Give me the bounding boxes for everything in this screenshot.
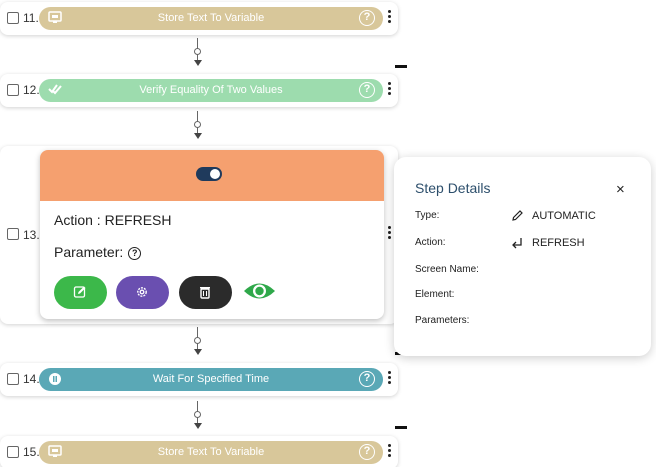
step-checkbox[interactable] [7, 446, 19, 458]
toggle-icon[interactable] [196, 167, 222, 181]
delete-button[interactable] [179, 276, 232, 309]
kebab-menu-icon[interactable] [388, 371, 392, 386]
step-checkbox[interactable] [7, 84, 19, 96]
card-parameter-row: Parameter:? [54, 244, 142, 260]
trash-icon [200, 287, 210, 299]
kebab-menu-icon[interactable] [388, 226, 392, 241]
step-number: 15. [23, 445, 40, 459]
step-label: Wait For Specified Time [152, 373, 270, 385]
step-row-14: 14. Wait For Specified Time ? [0, 363, 398, 396]
view-button[interactable] [243, 278, 276, 309]
enter-arrow-icon [511, 237, 524, 255]
step-row-11: 11. Store Text To Variable ? [0, 2, 398, 35]
edit-button[interactable] [54, 276, 107, 309]
step-connector [192, 327, 204, 357]
card-action-text: Action : REFRESH [54, 212, 172, 228]
help-icon[interactable]: ? [359, 10, 375, 26]
step-pill[interactable]: Verify Equality Of Two Values ? [39, 79, 383, 102]
kebab-menu-icon[interactable] [388, 82, 392, 97]
collapse-dash[interactable] [395, 426, 407, 429]
screen-icon [47, 445, 63, 460]
element-label: Element: [415, 289, 455, 300]
step-connector [192, 401, 204, 431]
pause-icon [47, 372, 63, 387]
step-number: 11. [23, 11, 39, 25]
step-row-15: 15. Store Text To Variable ? [0, 436, 398, 467]
screen-icon [47, 11, 63, 26]
panel-title: Step Details [415, 180, 491, 196]
card-header [40, 150, 384, 201]
type-label: Type: [415, 210, 440, 221]
step-checkbox[interactable] [7, 373, 19, 385]
screen-name-label: Screen Name: [415, 264, 479, 275]
step-number: 14. [23, 372, 40, 386]
step-checkbox[interactable] [7, 12, 19, 24]
help-icon[interactable]: ? [359, 444, 375, 460]
step-label: Store Text To Variable [157, 446, 265, 458]
card-parameter-label: Parameter: [54, 244, 124, 260]
parameters-label: Parameters: [415, 315, 470, 326]
step-pill[interactable]: Store Text To Variable ? [39, 441, 383, 464]
kebab-menu-icon[interactable] [388, 444, 392, 459]
help-icon[interactable]: ? [359, 371, 375, 387]
pencil-icon [511, 209, 524, 227]
double-check-icon [47, 83, 63, 98]
step-connector [192, 111, 204, 141]
step-pill[interactable]: Wait For Specified Time ? [39, 368, 383, 391]
question-icon[interactable]: ? [128, 247, 142, 260]
settings-button[interactable] [116, 276, 169, 309]
help-icon[interactable]: ? [359, 82, 375, 98]
close-icon[interactable]: × [616, 181, 625, 198]
gear-icon [137, 287, 147, 297]
kebab-menu-icon[interactable] [388, 10, 392, 25]
step-number: 12. [23, 83, 40, 97]
step-number: 13. [23, 228, 40, 242]
step-details-panel: Step Details × Type: AUTOMATIC Action: R… [394, 157, 651, 356]
step-label: Verify Equality Of Two Values [139, 84, 283, 96]
step-row-12: 12. Verify Equality Of Two Values ? [0, 74, 398, 107]
eye-icon [244, 283, 275, 299]
step-label: Store Text To Variable [157, 12, 265, 24]
collapse-dash[interactable] [395, 65, 407, 68]
step-connector [192, 38, 204, 68]
step-checkbox[interactable] [7, 228, 19, 240]
action-label: Action: [415, 237, 446, 248]
action-value: REFRESH [532, 237, 585, 249]
step-pill[interactable]: Store Text To Variable ? [39, 7, 383, 30]
edit-icon [73, 286, 86, 298]
type-value: AUTOMATIC [532, 210, 596, 222]
expanded-step-card: Action : REFRESH Parameter:? [40, 150, 384, 319]
